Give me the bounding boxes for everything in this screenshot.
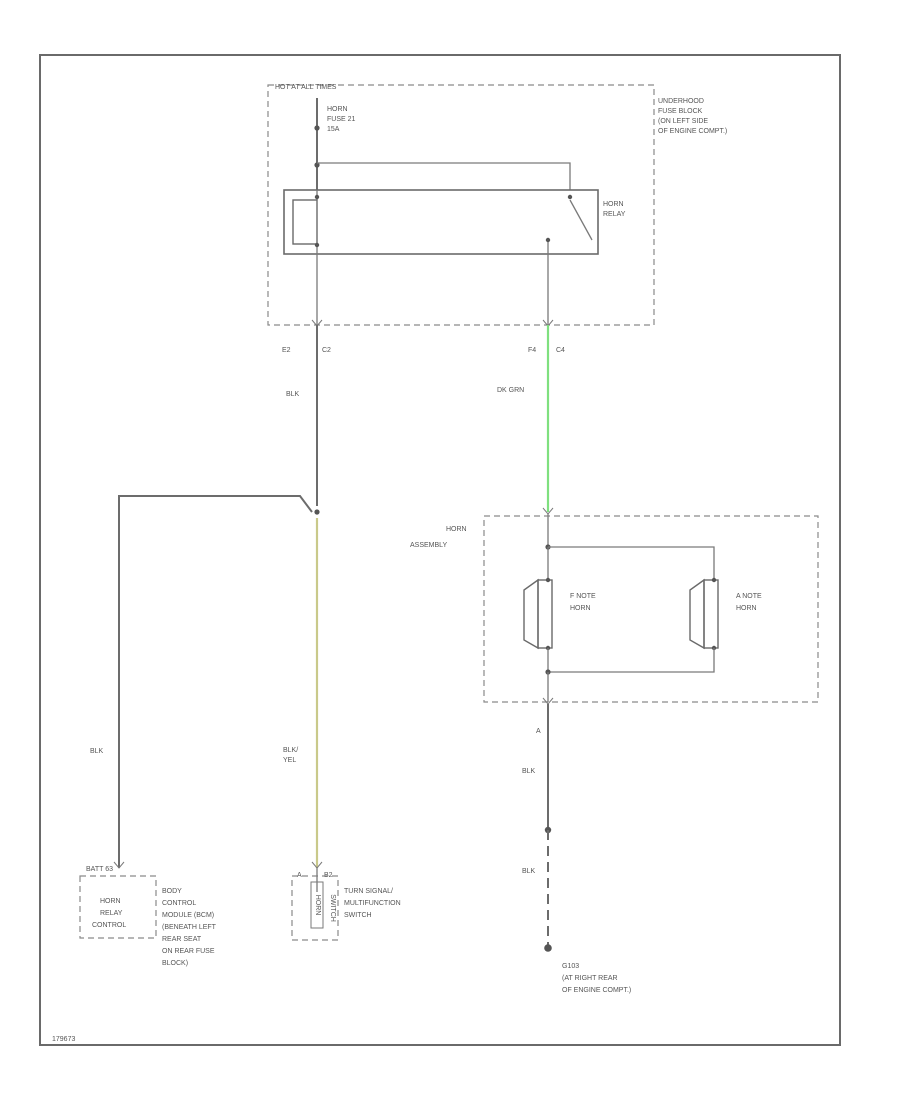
coil-terminal-bottom bbox=[314, 242, 320, 248]
relay-switch-feed bbox=[317, 162, 571, 190]
blk-wire-label-upper: BLK bbox=[286, 391, 300, 398]
body-control-module: BATT 63 HORN RELAY CONTROL BODY CONTROL … bbox=[79, 861, 218, 967]
horn-fuse-label: HORN FUSE 21 15A bbox=[327, 106, 357, 133]
switch-pin-right: B2 bbox=[324, 872, 333, 879]
switch-common-contact bbox=[567, 194, 573, 200]
underhood-fuse-block: HOT AT ALL TIMES UNDERHOOD FUSE BLOCK (O… bbox=[267, 84, 727, 326]
a-note-horn-label: A NOTE HORN bbox=[736, 593, 764, 612]
horn-switch-label-right: SWITCH bbox=[329, 894, 336, 922]
fuse-top-terminal bbox=[314, 125, 320, 131]
horn-switch-contact bbox=[310, 881, 324, 929]
a-horn-feed bbox=[548, 546, 715, 580]
a-horn-return bbox=[548, 648, 715, 673]
blk-wire-label-left: BLK bbox=[90, 748, 104, 755]
coil-terminal-top bbox=[314, 194, 320, 200]
connector-left-id: C2 bbox=[322, 347, 331, 354]
hot-at-all-times-label: HOT AT ALL TIMES bbox=[275, 84, 337, 91]
f-note-horn-icon bbox=[523, 577, 553, 651]
horn-switch-label: HORN bbox=[314, 895, 321, 916]
blk-yel-wire-label: BLK/ YEL bbox=[283, 747, 300, 764]
connector-right-pin: F4 bbox=[528, 347, 536, 354]
ground-label: G103 (AT RIGHT REAR OF ENGINE COMPT.) bbox=[562, 963, 631, 994]
fuse-block-outline bbox=[267, 84, 655, 326]
bcm-pin-label: BATT 63 bbox=[86, 866, 113, 873]
fuse-splice-point bbox=[314, 162, 320, 168]
horn-assembly: HORN ASSEMBLY F NOTE HORN A NOTE HORN bbox=[410, 514, 819, 705]
bcm-description: BODY CONTROL MODULE (BCM) (BENEATH LEFT … bbox=[162, 888, 218, 967]
turn-switch-description: TURN SIGNAL/ MULTIFUNCTION SWITCH bbox=[344, 888, 403, 919]
dk-grn-wire-label: DK GRN bbox=[497, 387, 524, 394]
horn-relay-label: HORN RELAY bbox=[603, 201, 626, 218]
relay-coil bbox=[292, 199, 318, 245]
horn-ground-pin-label: A bbox=[536, 728, 541, 735]
a-note-horn-icon bbox=[689, 577, 719, 651]
fuse-block-title: UNDERHOOD FUSE BLOCK (ON LEFT SIDE OF EN… bbox=[658, 98, 727, 135]
turn-switch-outline bbox=[291, 875, 339, 941]
ground-point-icon bbox=[544, 944, 552, 952]
switch-output-contact bbox=[545, 237, 551, 243]
horn-assembly-label: HORN ASSEMBLY bbox=[410, 526, 469, 549]
horn-assembly-outline bbox=[483, 515, 819, 703]
horn-relay-control-label: HORN RELAY CONTROL bbox=[92, 898, 126, 929]
f-note-horn-label: F NOTE HORN bbox=[570, 593, 598, 612]
connector-right-id: C4 bbox=[556, 347, 565, 354]
blk-wire-label-ground-lower: BLK bbox=[522, 868, 536, 875]
diagram-frame bbox=[39, 54, 841, 1046]
diagram-code: 179673 bbox=[52, 1036, 75, 1043]
switch-pin-left: A bbox=[297, 872, 302, 879]
relay-switch-arm bbox=[569, 199, 593, 241]
splice-point bbox=[314, 509, 320, 515]
bcm-connector-symbol bbox=[113, 861, 125, 869]
connector-left-pin: E2 bbox=[282, 347, 291, 354]
blk-wire-to-bcm bbox=[118, 495, 313, 868]
horn-relay-body bbox=[283, 189, 599, 255]
turn-signal-multifunction-switch: A B2 HORN SWITCH TURN SIGNAL/ MULTIFUNCT… bbox=[291, 861, 403, 941]
blk-wire-label-ground-upper: BLK bbox=[522, 768, 536, 775]
bcm-outline bbox=[79, 875, 157, 939]
